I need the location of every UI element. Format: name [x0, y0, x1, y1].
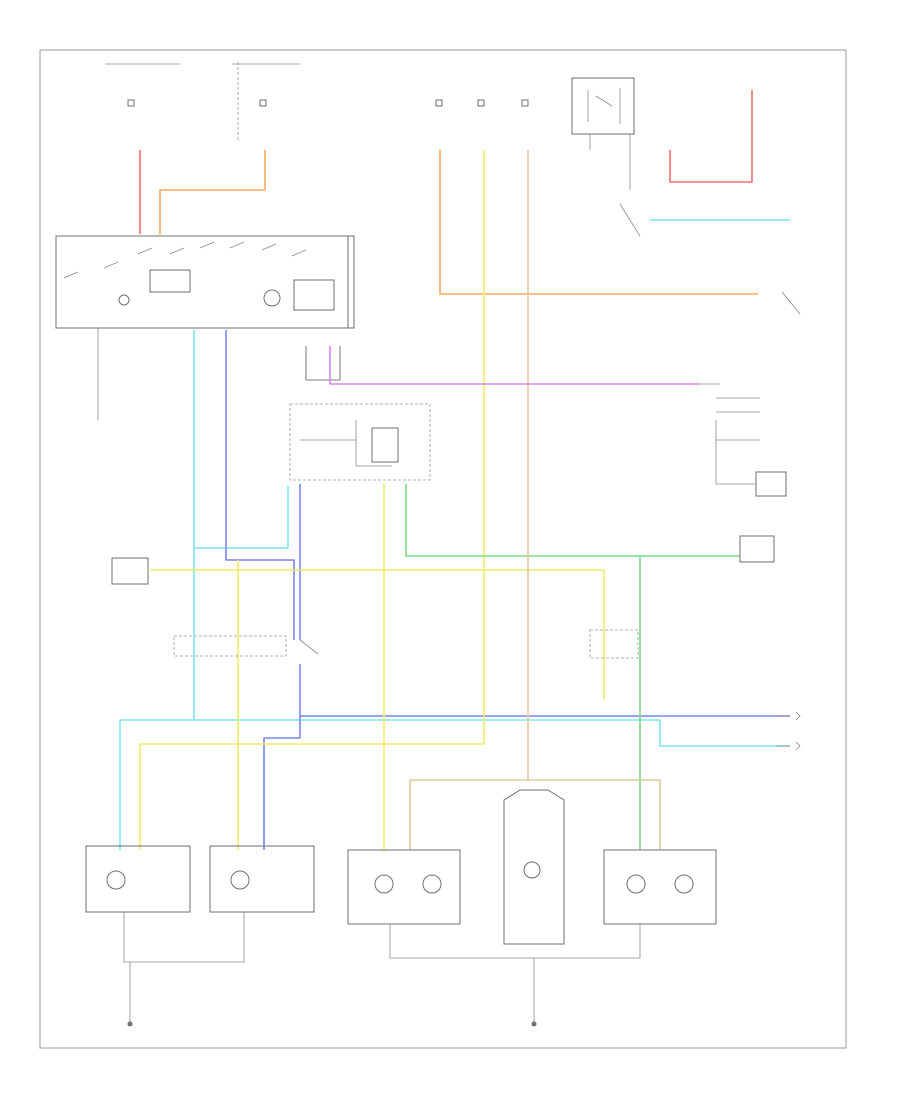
- wire-yellow-horizontal: [150, 569, 605, 700]
- wire-tan: [409, 150, 661, 850]
- flasher-module: [289, 403, 431, 481]
- wire-green: [405, 484, 740, 557]
- wire-purple: [329, 346, 700, 385]
- terminal-stubs: [700, 383, 801, 751]
- front-lamp-right: [209, 845, 315, 913]
- wire-orange-brake: [439, 150, 758, 295]
- wire-cyan-left-branch: [194, 486, 289, 549]
- multifunction-switch: [55, 235, 355, 329]
- wire-yellow-vertical: [139, 150, 485, 850]
- wire-orange-switch: [159, 150, 266, 234]
- rear-lamp-center: [503, 789, 565, 945]
- turn-signal-switch: [173, 635, 319, 657]
- rear-lamp-left: [347, 849, 461, 925]
- wire-blue-feed: [263, 716, 301, 850]
- relay-icon: [571, 77, 635, 190]
- wire-blue-upper: [225, 330, 295, 640]
- connector-left: [111, 557, 149, 585]
- wire-cyan-right: [194, 719, 790, 747]
- wire-gray: [305, 346, 341, 381]
- ground-return-rear: [389, 924, 641, 1027]
- rear-lamp-right: [603, 849, 717, 925]
- ground-return-front: [123, 912, 245, 1027]
- front-lamp-left: [85, 845, 191, 913]
- fuse-block-labels: [105, 62, 529, 140]
- wire-blue-lower: [299, 664, 790, 717]
- brake-relay: [589, 203, 801, 659]
- wire-cyan-main: [119, 330, 195, 850]
- connector-right: [739, 535, 775, 563]
- wire-red-right: [669, 90, 753, 183]
- diagram-border: [39, 49, 847, 1049]
